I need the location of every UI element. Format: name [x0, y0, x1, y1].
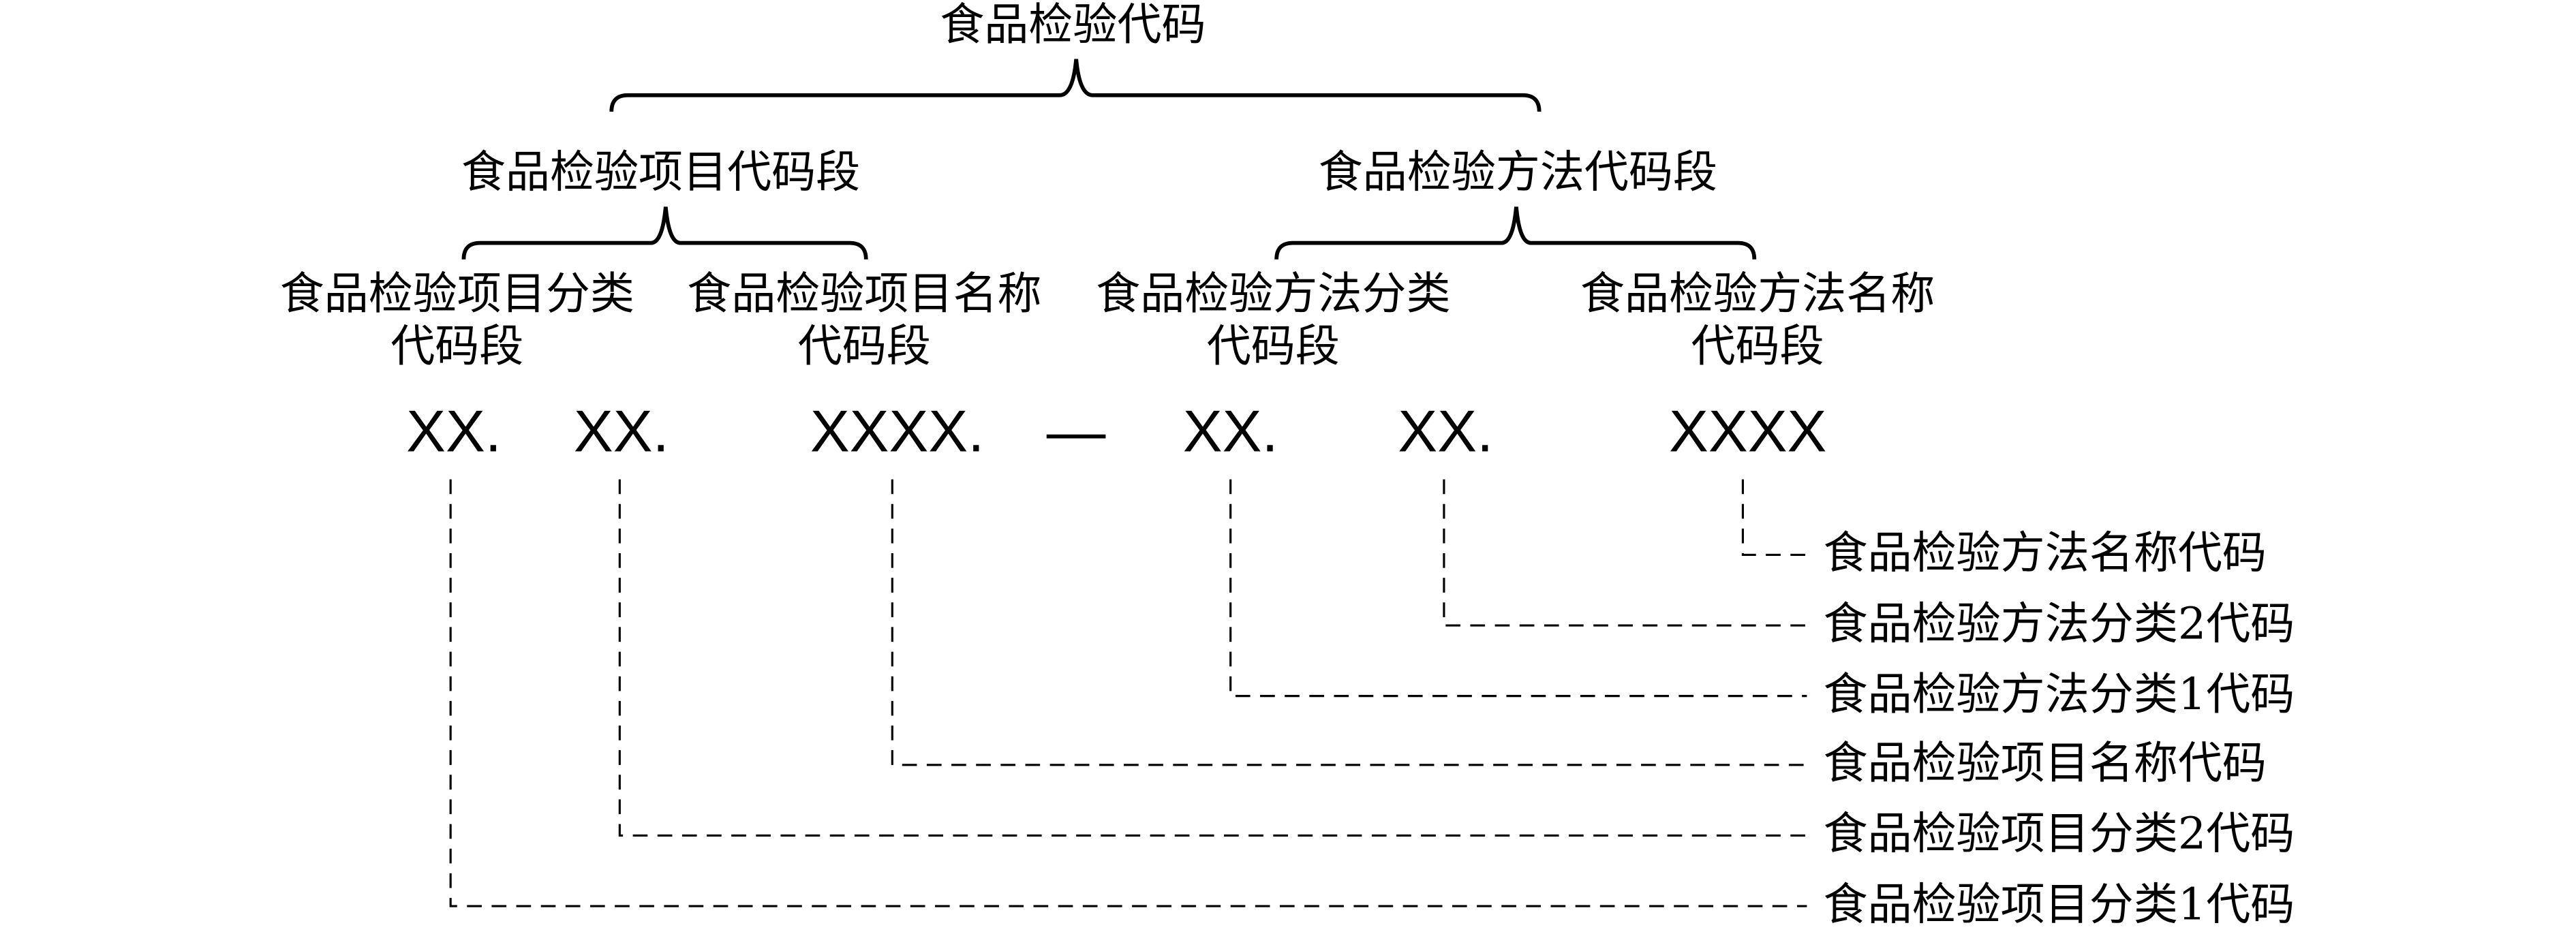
- segment-brace-method: [1274, 206, 1757, 260]
- leader-item-category-2: [618, 479, 1807, 837]
- subsegment-line2: 代码段: [1691, 321, 1824, 372]
- subsegment-method-name: 食品检验方法名称 代码段: [1580, 268, 1935, 372]
- legend-method-name-code: 食品检验方法名称代码: [1823, 528, 2266, 579]
- subsegment-line1: 食品检验项目分类: [280, 268, 634, 320]
- subsegment-line1: 食品检验方法分类: [1096, 268, 1450, 320]
- legend-item-category-1-code: 食品检验项目分类1代码: [1823, 879, 2295, 930]
- legend-method-category-2-code: 食品检验方法分类2代码: [1823, 598, 2295, 649]
- code-item-category-1: XX.: [406, 399, 502, 465]
- segment-brace-item: [461, 206, 868, 260]
- subsegment-line1: 食品检验方法名称: [1580, 268, 1935, 320]
- code-item-category-2: XX.: [574, 399, 669, 465]
- leader-item-category-1: [449, 479, 1807, 907]
- code-item-name: XXXX.: [810, 399, 985, 465]
- legend-item-category-2-code: 食品检验项目分类2代码: [1823, 809, 2295, 860]
- subsegment-method-category: 食品检验方法分类 代码段: [1096, 268, 1450, 372]
- leader-method-category-1: [1229, 479, 1807, 698]
- code-method-category-1: XX.: [1183, 399, 1278, 465]
- root-brace: [609, 59, 1542, 112]
- subsegment-line2: 代码段: [798, 321, 931, 372]
- segment-label-item: 食品检验项目代码段: [461, 147, 860, 198]
- code-separator-dash: —: [1047, 399, 1106, 465]
- code-method-name: XXXX: [1669, 399, 1826, 465]
- code-method-category-2: XX.: [1398, 399, 1493, 465]
- leader-method-name: [1741, 479, 1807, 556]
- subsegment-item-category: 食品检验项目分类 代码段: [280, 268, 634, 372]
- subsegment-line2: 代码段: [390, 321, 523, 372]
- subsegment-line2: 代码段: [1207, 321, 1340, 372]
- segment-label-method: 食品检验方法代码段: [1319, 147, 1717, 198]
- legend-method-category-1-code: 食品检验方法分类1代码: [1823, 669, 2295, 720]
- leader-item-name: [891, 479, 1807, 766]
- subsegment-item-name: 食品检验项目名称 代码段: [687, 268, 1041, 372]
- root-label: 食品检验代码: [940, 0, 1206, 50]
- subsegment-line1: 食品检验项目名称: [687, 268, 1041, 320]
- legend-item-name-code: 食品检验项目名称代码: [1823, 738, 2266, 789]
- leader-method-category-2: [1443, 479, 1807, 627]
